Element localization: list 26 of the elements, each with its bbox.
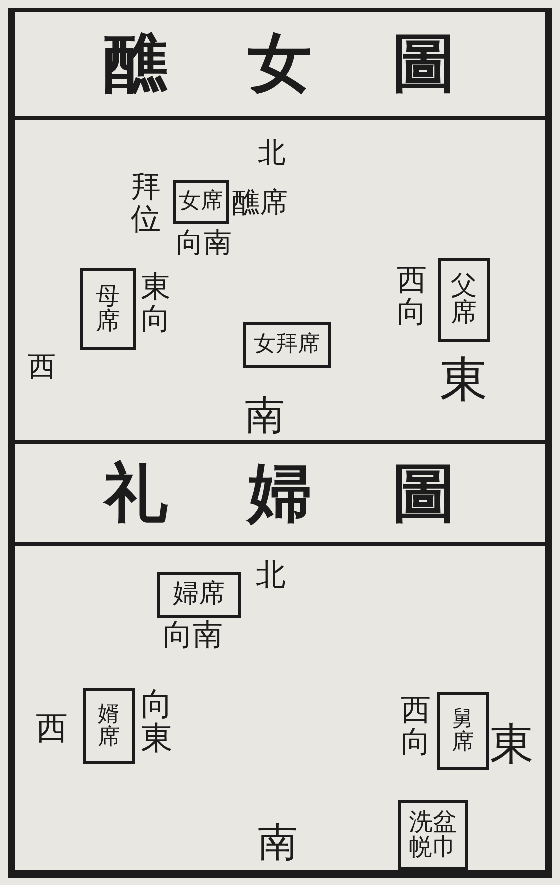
seat-box: 父席 <box>438 258 490 342</box>
compass-direction: 北 <box>258 138 286 168</box>
orientation-note: 向東 <box>140 688 174 756</box>
compass-direction: 西 <box>28 352 56 382</box>
title-band: 醮女圖 <box>14 12 546 120</box>
orientation-note: 向南 <box>176 228 232 258</box>
seat-box: 洗盆帨巾 <box>398 800 468 870</box>
seat-box: 婦席 <box>157 572 241 618</box>
orientation-note: 西向 <box>396 265 428 328</box>
seat-box: 女席 <box>173 180 229 224</box>
seat-box: 母席 <box>80 268 136 350</box>
compass-direction: 西 <box>36 712 68 746</box>
seat-box: 女拜席 <box>243 322 331 368</box>
title-band: 礼婦圖 <box>14 446 546 546</box>
seat-note: 醮席 <box>232 188 288 218</box>
orientation-note: 東向 <box>140 272 172 335</box>
seat-box: 舅席 <box>437 692 489 770</box>
compass-direction: 南 <box>245 395 285 437</box>
seat-note: 拜位 <box>130 172 162 235</box>
compass-direction: 東 <box>490 722 534 768</box>
compass-direction: 南 <box>258 822 298 864</box>
seat-box: 婿席 <box>83 688 135 764</box>
compass-direction: 東 <box>440 355 488 406</box>
orientation-note: 西向 <box>400 695 432 758</box>
compass-direction: 北 <box>256 560 286 592</box>
orientation-note: 向南 <box>163 620 223 652</box>
